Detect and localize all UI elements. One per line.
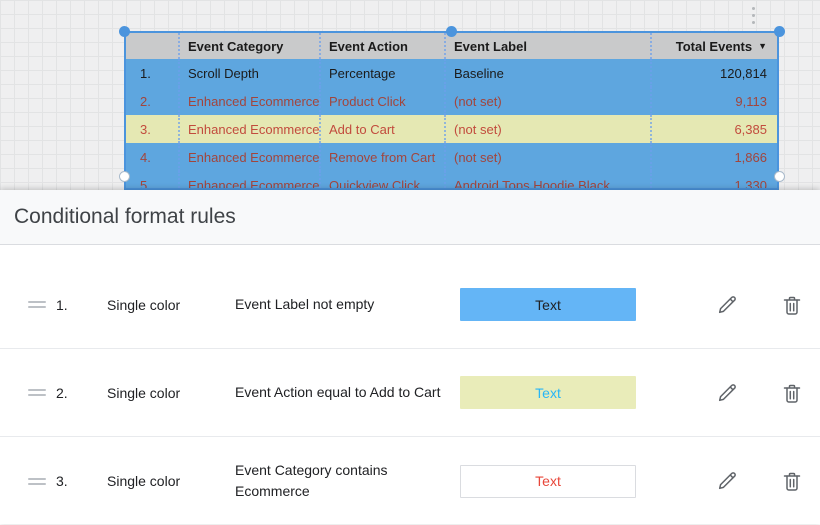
edit-icon[interactable] — [715, 469, 739, 493]
color-swatch[interactable]: Text — [460, 376, 636, 409]
cell-event-label: (not set) — [444, 115, 650, 143]
resize-handle-mid-left[interactable] — [119, 171, 130, 182]
cell-event-action: Quickview Click — [319, 171, 444, 188]
table-row: 4. Enhanced Ecommerce Remove from Cart (… — [126, 143, 777, 171]
header-cell-total[interactable]: Total Events ▼ — [650, 33, 777, 59]
conditional-format-panel: Conditional format rules 1. Single color… — [0, 190, 820, 524]
cell-row-number: 2. — [140, 93, 151, 109]
cell-event-category: Enhanced Ecommerce — [178, 115, 319, 143]
rule-number: 3. — [56, 473, 68, 489]
header-total-label: Total Events — [675, 38, 753, 54]
rule-condition: Event Label not empty — [235, 296, 375, 312]
cell-row-number: 3. — [140, 121, 151, 137]
cell-event-action: Percentage — [319, 59, 444, 87]
rule-number: 1. — [56, 296, 68, 313]
color-swatch[interactable]: Text — [460, 288, 636, 321]
cell-event-label: Android Tops Hoodie Black — [444, 171, 650, 188]
more-options-icon[interactable] — [752, 7, 755, 24]
rules-list: 1. Single color Event Label not empty Te… — [0, 245, 820, 525]
rule-type: Single color — [107, 384, 181, 401]
cell-event-action: Add to Cart — [319, 115, 444, 143]
resize-handle-mid-right[interactable] — [774, 171, 785, 182]
cell-total-events: 1,330 — [650, 171, 777, 188]
cell-total-events: 1,866 — [650, 143, 777, 171]
table-row: 1. Scroll Depth Percentage Baseline 120,… — [126, 59, 777, 87]
data-table[interactable]: Event Category Event Action Event Label … — [124, 31, 779, 190]
header-cell-category: Event Category — [178, 33, 319, 59]
resize-handle-top-right[interactable] — [774, 26, 785, 37]
drag-handle-icon[interactable] — [28, 389, 46, 396]
cell-event-action: Remove from Cart — [319, 143, 444, 171]
cell-total-events: 120,814 — [650, 59, 777, 87]
cell-total-events: 6,385 — [650, 115, 777, 143]
header-cell-num — [126, 33, 178, 59]
cell-event-category: Enhanced Ecommerce — [178, 171, 319, 188]
color-swatch[interactable]: Text — [460, 464, 636, 498]
cell-event-category: Enhanced Ecommerce — [178, 87, 319, 115]
cell-event-label: Baseline — [444, 59, 650, 87]
format-rule-row: 3. Single color Event Category contains … — [0, 437, 820, 525]
table-row: 2. Enhanced Ecommerce Product Click (not… — [126, 87, 777, 115]
table-row: 3. Enhanced Ecommerce Add to Cart (not s… — [126, 115, 777, 143]
table-header-row: Event Category Event Action Event Label … — [126, 33, 777, 59]
rule-type: Single color — [107, 473, 181, 489]
header-cell-action: Event Action — [319, 33, 444, 59]
delete-icon[interactable] — [780, 381, 804, 405]
rule-condition: Event Action equal to Add to Cart — [235, 384, 441, 400]
table-row: 5. Enhanced Ecommerce Quickview Click An… — [126, 171, 777, 190]
header-cell-label: Event Label — [444, 33, 650, 59]
edit-icon[interactable] — [715, 293, 739, 317]
cell-event-label: (not set) — [444, 143, 650, 171]
cell-total-events: 9,113 — [650, 87, 777, 115]
cell-event-category: Scroll Depth — [178, 59, 319, 87]
rule-condition: Event Category contains Ecommerce — [235, 462, 388, 499]
panel-title: Conditional format rules — [14, 205, 236, 228]
report-canvas: Event Category Event Action Event Label … — [0, 0, 820, 196]
rule-type: Single color — [107, 296, 181, 313]
cell-row-number: 5. — [140, 177, 151, 190]
edit-icon[interactable] — [715, 381, 739, 405]
cell-event-label: (not set) — [444, 87, 650, 115]
cell-row-number: 4. — [140, 149, 151, 165]
resize-handle-top-center[interactable] — [446, 26, 457, 37]
format-rule-row: 1. Single color Event Label not empty Te… — [0, 261, 820, 349]
cell-event-action: Product Click — [319, 87, 444, 115]
drag-handle-icon[interactable] — [28, 477, 46, 485]
resize-handle-top-left[interactable] — [119, 26, 130, 37]
format-rule-row: 2. Single color Event Action equal to Ad… — [0, 349, 820, 437]
rule-number: 2. — [56, 384, 68, 401]
cell-event-category: Enhanced Ecommerce — [178, 143, 319, 171]
panel-header: Conditional format rules — [0, 190, 820, 245]
table-body: 1. Scroll Depth Percentage Baseline 120,… — [126, 59, 777, 190]
delete-icon[interactable] — [780, 469, 804, 493]
cell-row-number: 1. — [140, 65, 151, 81]
drag-handle-icon[interactable] — [28, 301, 46, 308]
delete-icon[interactable] — [780, 293, 804, 317]
sort-desc-icon: ▼ — [758, 41, 767, 51]
